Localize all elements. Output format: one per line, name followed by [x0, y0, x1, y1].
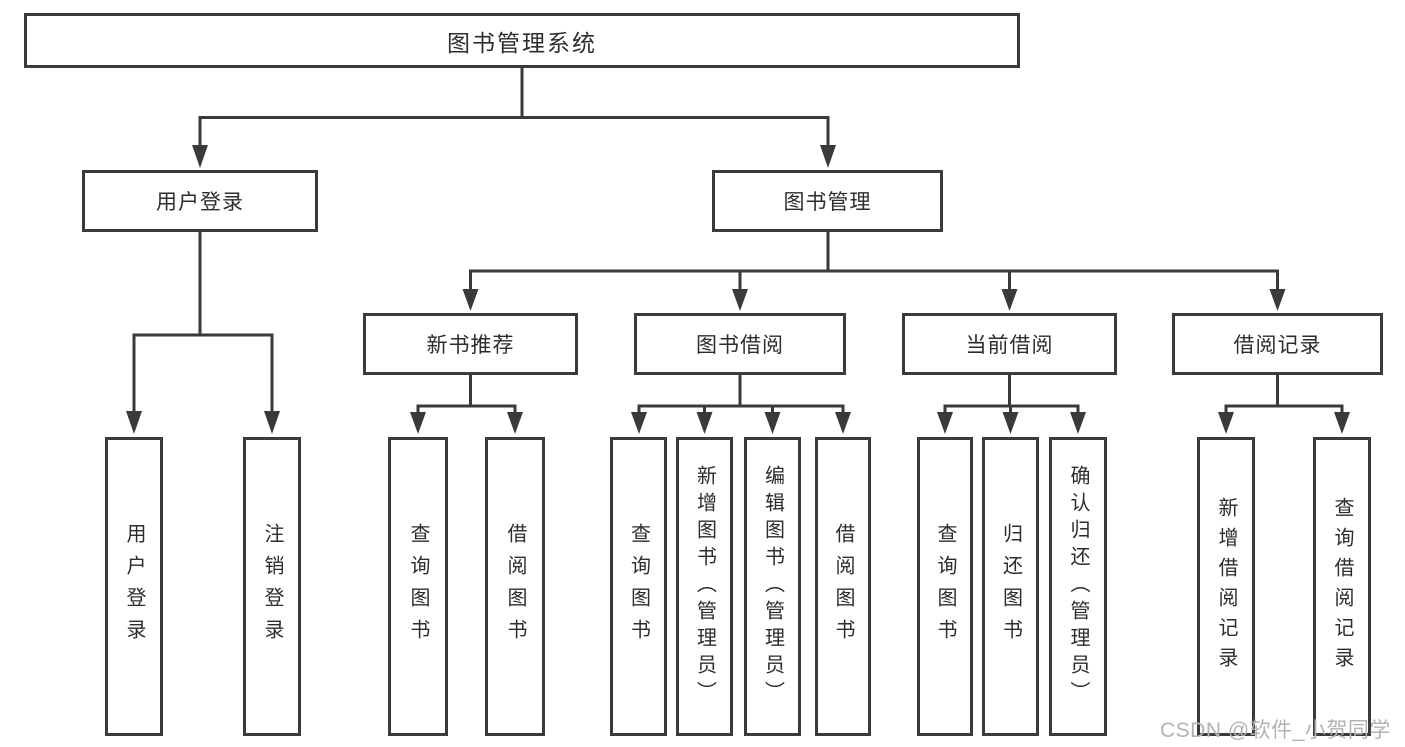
node-book-borrow-label: 图书借阅	[696, 334, 784, 357]
node-book-borrow: 图书借阅	[634, 313, 846, 375]
arrowheads	[126, 145, 1350, 434]
node-new-book-recommend-label: 新书推荐	[426, 334, 515, 357]
node-library-system-label: 图书管理系统	[447, 29, 597, 56]
leaf-query-books-recommend: 查询图书	[388, 437, 448, 736]
node-new-book-recommend: 新书推荐	[363, 313, 578, 375]
watermark: CSDN @软件_小贺同学	[1160, 719, 1391, 742]
node-library-system: 图书管理系统	[24, 13, 1020, 68]
leaf-query-borrow-record: 查询借阅记录	[1313, 437, 1371, 736]
leaf-confirm-return-admin: 确认归还（管理员）	[1049, 437, 1107, 736]
node-book-management-label: 图书管理	[783, 191, 872, 214]
node-borrow-records: 借阅记录	[1172, 313, 1383, 375]
node-current-borrow: 当前借阅	[902, 313, 1117, 375]
node-current-borrow-label: 当前借阅	[965, 334, 1054, 357]
leaf-borrow-books-recommend: 借阅图书	[485, 437, 545, 736]
node-user-login: 用户登录	[82, 170, 318, 232]
leaf-borrow-books: 借阅图书	[815, 437, 871, 736]
leaf-query-books-borrow: 查询图书	[610, 437, 667, 736]
leaf-add-borrow-record: 新增借阅记录	[1197, 437, 1255, 736]
leaf-user-login: 用户登录	[105, 437, 163, 736]
node-book-management: 图书管理	[712, 170, 943, 232]
leaf-add-book-admin: 新增图书（管理员）	[676, 437, 733, 736]
leaf-return-books: 归还图书	[982, 437, 1039, 736]
leaf-logout: 注销登录	[243, 437, 301, 736]
node-borrow-records-label: 借阅记录	[1233, 334, 1322, 357]
leaf-query-books-current: 查询图书	[917, 437, 973, 736]
leaf-edit-book-admin: 编辑图书（管理员）	[744, 437, 801, 736]
node-user-login-label: 用户登录	[156, 191, 244, 214]
